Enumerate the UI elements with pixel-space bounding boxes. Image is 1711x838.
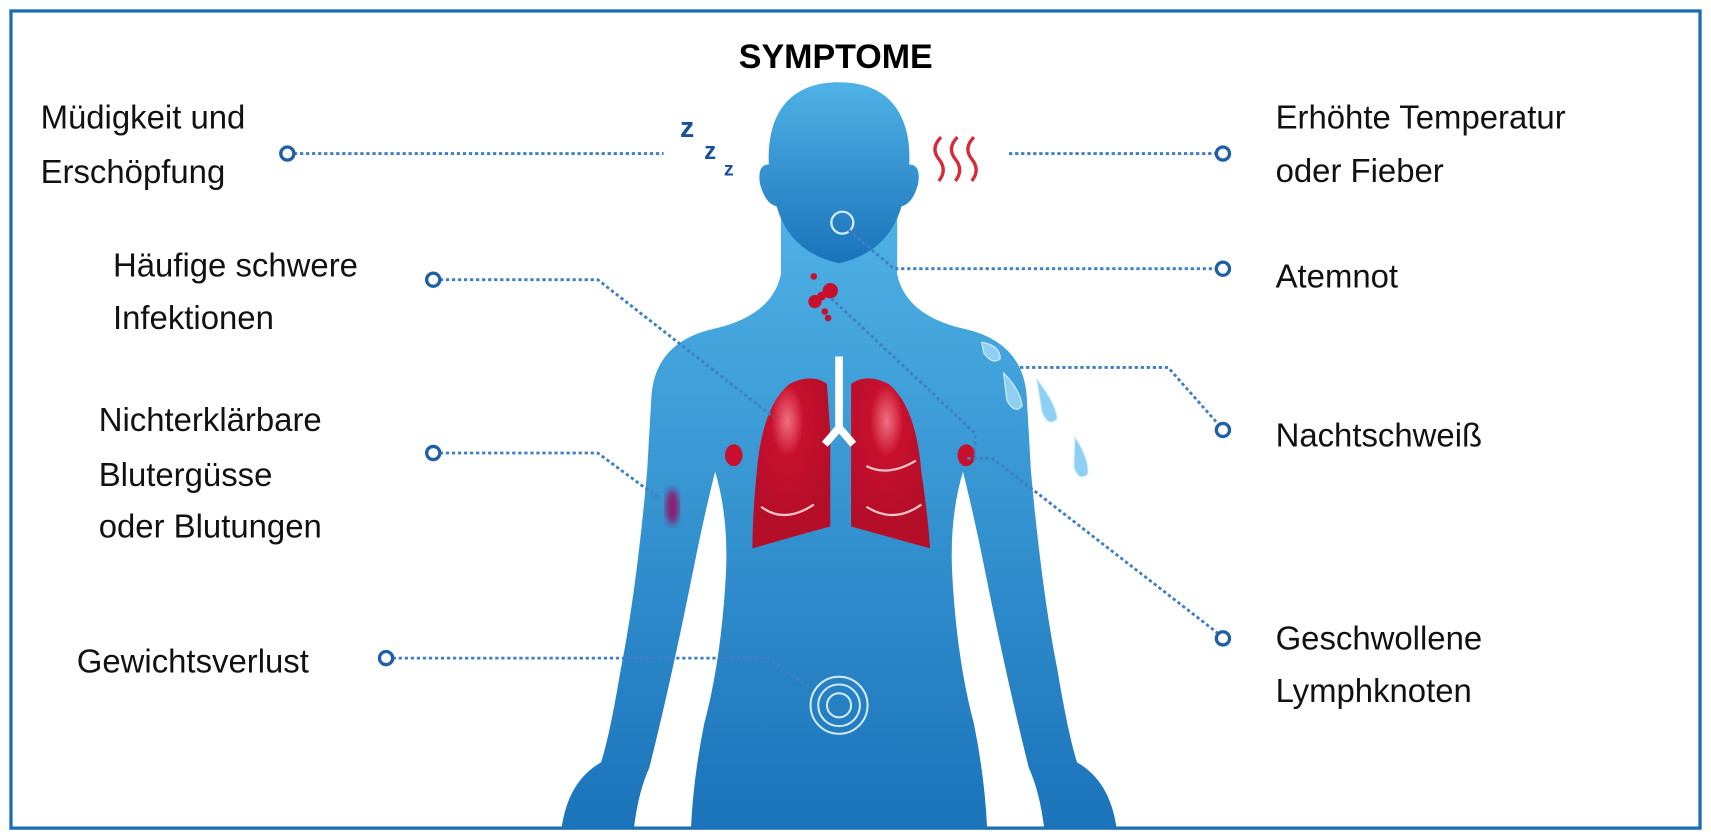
sleep-zzz-icon: z z z [680, 112, 734, 180]
svg-text:z: z [704, 138, 716, 165]
label-night-sweats: Nachtschweiß [1276, 416, 1483, 453]
label-lymph-nodes: Geschwollene Lymphknoten [1276, 619, 1492, 709]
anchor-infections [425, 271, 442, 288]
label-fever: Erhöhte Temperatur oder Fieber [1276, 98, 1575, 189]
sweat-drops-icon [980, 341, 1089, 478]
label-fatigue: Müdigkeit und Erschöpfung [41, 98, 255, 190]
anchor-breathlessness [1214, 260, 1232, 277]
page-title: SYMPTOME [739, 38, 933, 76]
label-bruises: Nichterklärbare Blutergüsse oder Blutung… [99, 401, 331, 544]
lymph-node-right [957, 444, 976, 467]
anchor-weight-loss [377, 649, 395, 667]
bruise-icon [665, 489, 679, 525]
connector-lines [293, 152, 1220, 690]
lymph-node-left [724, 444, 743, 467]
anchor-fever [1214, 145, 1232, 162]
human-body-silhouette [561, 82, 1117, 829]
svg-text:z: z [680, 112, 694, 144]
anchor-bruises [425, 444, 442, 462]
anchor-fatigue [279, 145, 296, 162]
label-breathlessness: Atemnot [1276, 257, 1398, 294]
lungs-icon [752, 356, 931, 549]
heat-waves-icon [933, 135, 978, 183]
neck-lymph-nodes-icon [808, 273, 838, 322]
label-infections: Häufige schwere Infektionen [113, 246, 367, 336]
anchor-night-sweats [1214, 421, 1232, 439]
throat-circle-icon [830, 210, 855, 235]
svg-text:z: z [724, 158, 734, 180]
stomach-rings-icon [809, 675, 869, 735]
label-weight-loss: Gewichtsverlust [77, 642, 309, 679]
anchor-lymph-nodes [1214, 630, 1232, 647]
